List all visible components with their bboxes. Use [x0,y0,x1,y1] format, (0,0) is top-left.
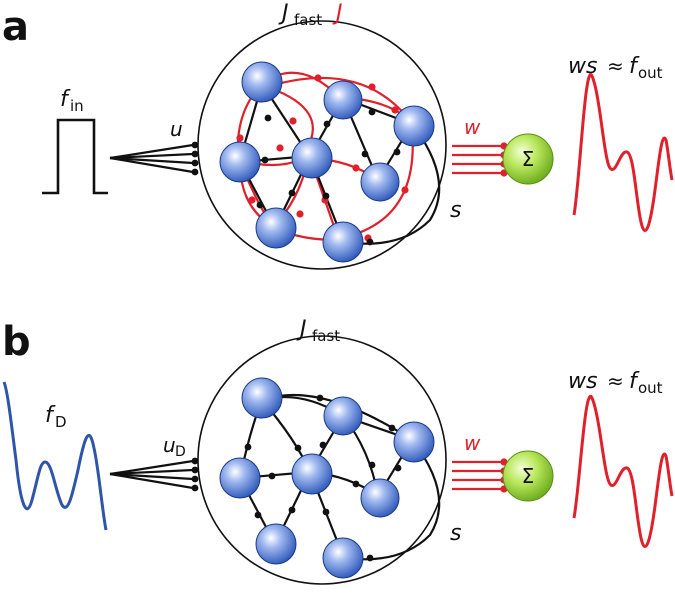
target-label-sub: D [55,413,67,431]
neuron [360,478,400,518]
input-weight-label-b: u [163,433,176,457]
recurrent-learned-label: J [332,1,343,26]
output-weight-label: w [464,115,481,139]
readout-sum-unit [502,133,554,185]
input-synapses-b [191,457,199,492]
output-label-f: f [629,54,640,79]
neuron [323,80,363,120]
output-weight-lines-b [452,460,502,491]
network-neurons-b [219,377,435,579]
input-step-pulse [42,118,108,195]
neuron [255,207,297,249]
neuron [291,137,333,179]
recurrent-fast-label-b: J [296,317,307,342]
panel-a: a f in u J fast J [2,1,674,270]
input-weight-sub-b: D [175,444,186,460]
neuron [323,396,363,436]
panel-b-letter: b [2,319,31,365]
sum-symbol-b: Σ [522,464,535,488]
input-weight-label: u [170,117,183,141]
output-trace [572,73,674,232]
output-label-sub-b: out [638,379,663,397]
neuron [322,537,364,579]
neuron [219,457,261,499]
output-weight-lines [452,144,502,175]
network-boundary [197,20,447,270]
neuron [255,523,297,565]
input-weight-fan-b [109,459,194,490]
neuron [291,453,333,495]
recurrent-synapses-b [244,394,402,562]
neuron [219,141,261,183]
panel-a-letter: a [2,4,29,50]
state-label-b: s [450,521,461,546]
neuron [360,162,400,202]
input-label-sub: in [70,97,84,115]
output-label-f-b: f [629,369,640,394]
target-trace [2,381,108,531]
recurrent-fast-sub: fast [294,11,322,29]
neuron [393,421,435,463]
panel-b: b f D u D J fast [2,317,674,585]
input-weight-fan [109,143,194,174]
recurrent-fast-sub-b: fast [312,327,340,345]
input-label-f: f [60,87,71,112]
output-label-approx-b: ≈ [607,369,624,393]
neuron [393,105,435,147]
network-boundary-b [197,335,447,585]
output-label-approx: ≈ [607,54,624,78]
neuron [241,377,283,419]
recurrent-synapses [236,74,409,246]
state-label: s [450,198,461,223]
readout-sum-unit-b [502,450,554,502]
input-synapses [191,141,199,176]
output-label-ws-b: ws [568,369,597,394]
sum-symbol: Σ [522,147,535,171]
target-label-f: f [45,403,56,428]
network-neurons [219,61,435,263]
output-weight-label-b: w [464,431,481,455]
recurrent-fast-label: J [278,1,289,26]
neuron [241,61,283,103]
output-label-sub: out [638,64,663,82]
output-trace-b [572,394,674,548]
neuron [322,221,364,263]
